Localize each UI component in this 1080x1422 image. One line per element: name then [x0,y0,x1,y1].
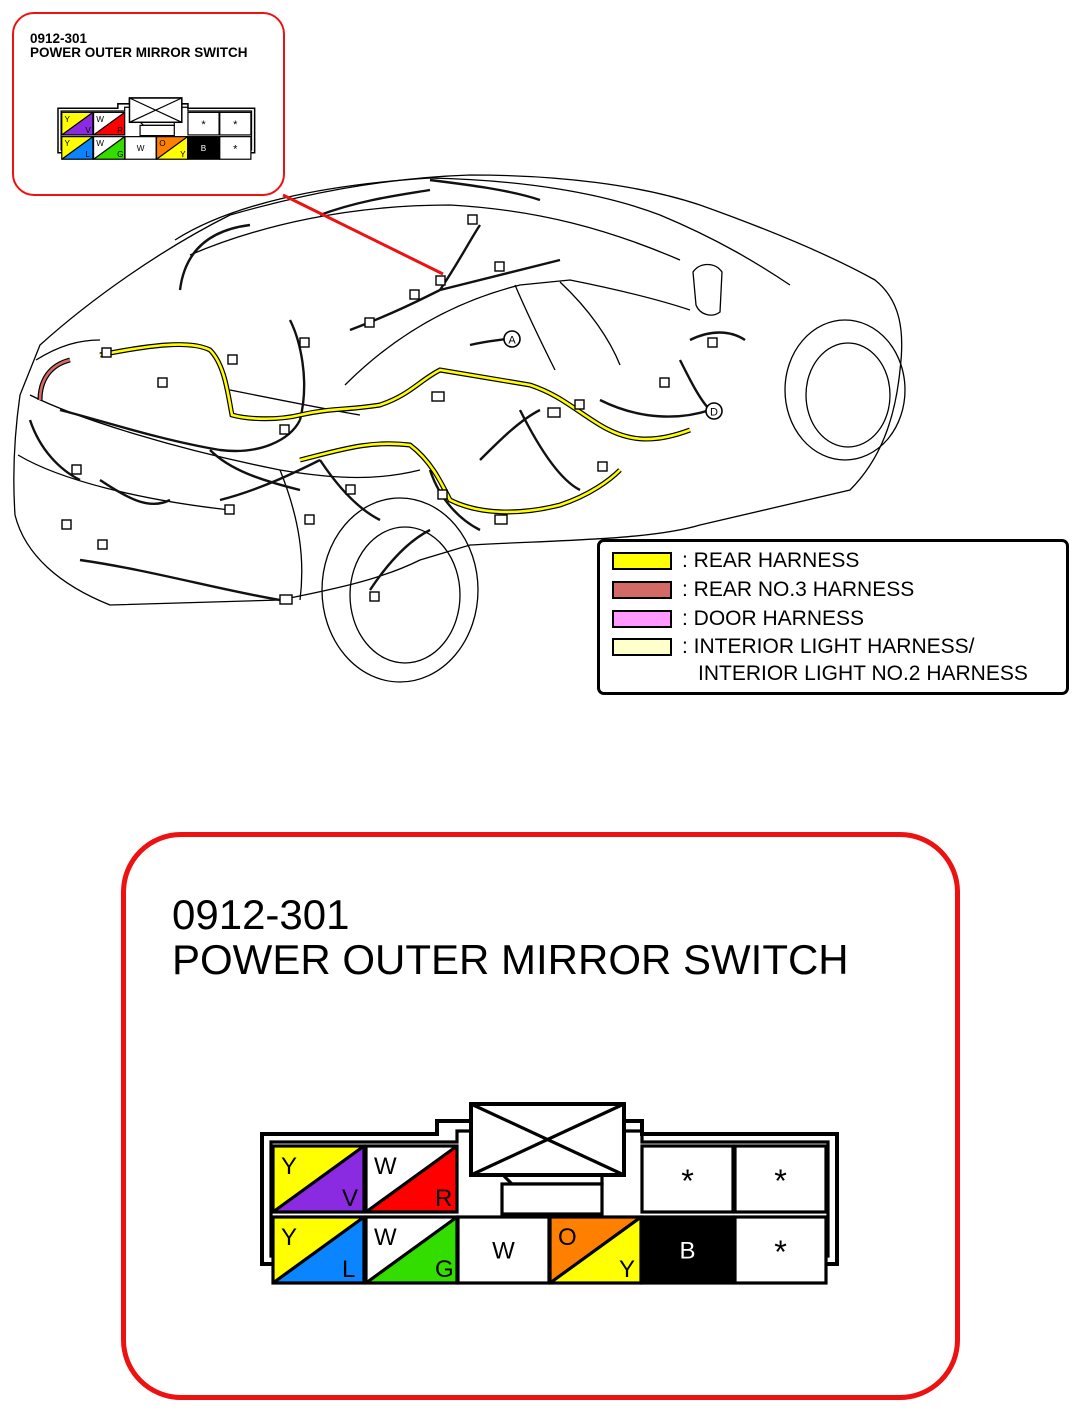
terminal-wire-color: O [159,139,165,148]
terminal-wire-color: Y [64,114,70,123]
legend-swatch [612,610,672,628]
terminal-unused-mark: * [774,1163,787,1199]
terminal-wire-color: W [374,1153,397,1180]
terminal-wire-stripe: L [85,150,90,159]
latch-stem [138,124,175,136]
terminal-wire-color: Y [281,1224,297,1251]
legend-label: : REAR HARNESS [682,549,860,572]
legend-swatch [612,581,672,599]
terminal-wire-stripe: R [117,125,123,134]
terminal-wire-stripe: G [435,1256,454,1283]
latch-stem [500,1182,604,1216]
marker-d [705,402,723,420]
terminal-wire-color: W [492,1238,515,1265]
terminal-top-1: YV [271,1144,366,1214]
small-connector-name: POWER OUTER MIRROR SWITCH [30,45,248,60]
car-wiring-illustration: A D [13,174,906,683]
terminal-top-3: * [186,111,220,136]
terminal-bottom-6: * [733,1215,828,1285]
legend-item-rear-no3-harness: : REAR NO.3 HARNESS [612,577,914,603]
legend-item-interior-light-harness: : INTERIOR LIGHT HARNESS/ [612,634,975,660]
terminal-wire-color: W [96,139,104,148]
marker-a-label: A [508,335,516,347]
terminal-wire-color: W [136,143,144,152]
marker-d-label: D [710,407,718,419]
terminal-wire-color: W [374,1224,397,1251]
terminal-unused-mark: * [201,119,206,131]
terminal-unused-mark: * [233,143,238,155]
terminal-bottom-3: W [123,135,157,160]
terminal-bottom-5: B [186,135,220,160]
callout-leader-line [282,193,444,276]
legend-label: : INTERIOR LIGHT HARNESS/ [682,635,975,658]
terminal-wire-stripe: G [117,150,123,159]
terminal-wire-color: B [200,143,206,152]
terminal-top-2: WR [92,111,125,136]
latch-cross [128,96,182,123]
legend-label: : REAR NO.3 HARNESS [682,578,915,601]
terminal-wire-color: B [679,1238,695,1265]
terminal-top-4: * [733,1144,828,1214]
connector-code: 0912-301 [172,891,350,938]
legend-continuation-label: INTERIOR LIGHT NO.2 HARNESS [698,662,1028,685]
terminal-bottom-2: WG [92,135,125,160]
terminal-top-3: * [640,1144,735,1214]
terminal-wire-stripe: V [342,1185,358,1212]
terminal-wire-stripe: Y [180,150,186,159]
terminal-wire-color: Y [64,139,70,148]
terminal-wire-color: Y [281,1153,297,1180]
marker-a [503,330,521,348]
terminal-bottom-1: YL [271,1215,366,1285]
terminal-wire-color: O [558,1224,577,1251]
terminal-top-4: * [218,111,251,136]
harness-legend: : REAR HARNESS : REAR NO.3 HARNESS : DOO… [597,539,1069,695]
terminal-bottom-2: WG [364,1215,459,1285]
terminal-wire-stripe: Y [619,1256,635,1283]
terminal-wire-stripe: L [342,1256,355,1283]
terminal-unused-mark: * [774,1234,787,1270]
terminal-top-1: YV [60,111,93,136]
small-connector-code: 0912-301 [30,31,88,46]
terminal-unused-mark: * [681,1163,694,1199]
legend-item-door-harness: : DOOR HARNESS [612,606,864,632]
terminal-wire-stripe: R [435,1185,452,1212]
terminal-bottom-4: OY [548,1215,643,1285]
terminal-unused-mark: * [233,119,238,131]
terminal-wire-stripe: V [85,125,91,134]
legend-label: : DOOR HARNESS [682,607,865,630]
terminal-bottom-5: B [640,1215,735,1285]
connector-name: POWER OUTER MIRROR SWITCH [172,936,849,983]
legend-swatch [612,638,672,656]
terminal-bottom-4: OY [155,135,188,160]
terminal-bottom-3: W [456,1215,551,1285]
terminal-top-2: WR [364,1144,459,1214]
legend-item-rear-harness: : REAR HARNESS [612,548,859,574]
terminal-wire-color: W [96,114,104,123]
terminal-bottom-1: YL [60,135,93,160]
terminal-bottom-6: * [218,135,251,160]
latch-cross [470,1102,625,1177]
legend-swatch [612,552,672,570]
